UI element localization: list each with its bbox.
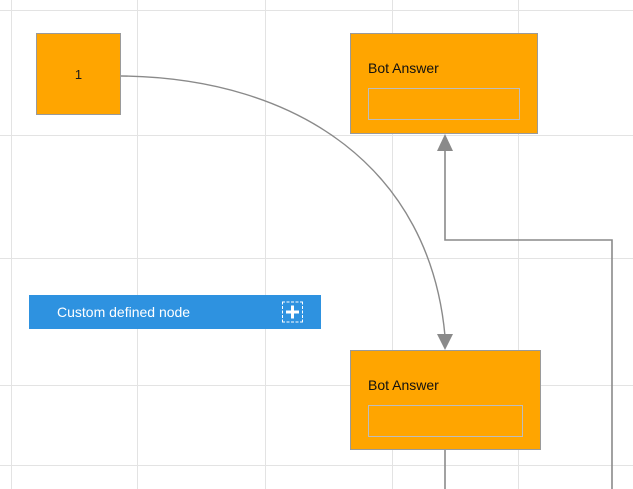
edge-orthogonal-arrowhead [437,134,453,151]
node-bot-answer-bottom[interactable]: Bot Answer [350,350,541,450]
bot-answer-top-title: Bot Answer [368,60,439,76]
bot-answer-top-input[interactable] [368,88,520,120]
bot-answer-bottom-title: Bot Answer [368,377,439,393]
node-1[interactable]: 1 [36,33,121,115]
node-bot-answer-top[interactable]: Bot Answer [350,33,538,134]
custom-defined-node-label: Custom defined node [57,304,191,320]
plus-icon[interactable] [282,301,303,323]
edge-curved-arrowhead [437,334,453,350]
custom-defined-node-bar[interactable]: Custom defined node [29,295,321,329]
bot-answer-bottom-input[interactable] [368,405,523,437]
plus-icon-vertical-stroke [291,305,294,319]
node-1-label: 1 [74,66,83,82]
